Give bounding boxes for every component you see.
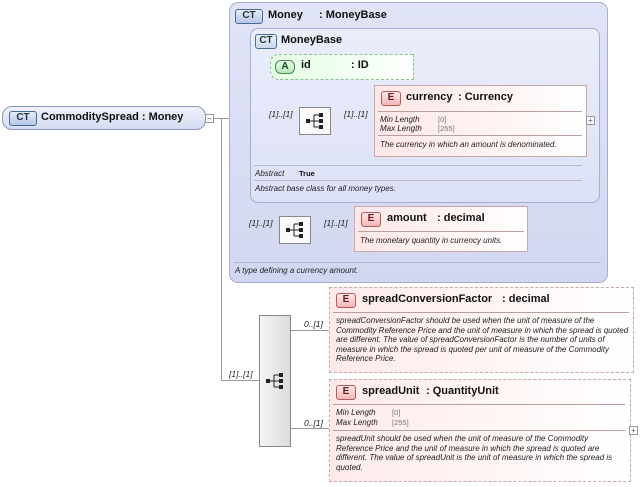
abstract-divider-top bbox=[254, 165, 582, 166]
spread-unit-divider-2 bbox=[333, 430, 625, 431]
collapse-root-icon[interactable]: − bbox=[205, 114, 214, 123]
element-icon: E bbox=[381, 91, 401, 106]
spread-factor-description: spreadConversionFactor should be used wh… bbox=[336, 316, 629, 363]
connector-root-to-money bbox=[210, 118, 230, 119]
root-seq-multiplicity: [1]..[1] bbox=[229, 369, 253, 379]
money-description: A type defining a currency amount. bbox=[235, 266, 359, 275]
currency-multiplicity: [1]..[1] bbox=[344, 109, 368, 119]
complex-type-icon: CT bbox=[255, 34, 277, 49]
currency-type: : Currency bbox=[458, 91, 514, 103]
money-seq-multiplicity: [1]..[1] bbox=[249, 218, 273, 228]
moneybase-name: MoneyBase bbox=[281, 34, 343, 46]
connector-root-vertical bbox=[221, 118, 222, 380]
amount-name: amount bbox=[387, 212, 427, 224]
spread-unit-divider bbox=[333, 404, 625, 405]
abstract-value: True bbox=[299, 169, 315, 178]
currency-facet-max-label: Max Length bbox=[380, 124, 422, 133]
moneybase-description: Abstract base class for all money types. bbox=[255, 184, 396, 193]
money-base-type: : MoneyBase bbox=[319, 9, 387, 21]
currency-facet-min-label: Min Length bbox=[380, 115, 420, 124]
element-spread-conversion-factor[interactable]: E spreadConversionFactor : decimal sprea… bbox=[329, 287, 634, 373]
complex-type-icon: CT bbox=[235, 9, 263, 24]
spread-factor-divider bbox=[333, 312, 629, 313]
complex-type-icon: CT bbox=[9, 111, 37, 126]
element-icon: E bbox=[336, 385, 356, 400]
currency-divider-2 bbox=[378, 135, 582, 136]
connector-seq-to-factor bbox=[289, 330, 329, 331]
spread-factor-multiplicity: 0..[1] bbox=[304, 319, 323, 329]
element-icon: E bbox=[361, 212, 381, 227]
element-currency[interactable]: E currency : Currency Min Length [0] Max… bbox=[374, 85, 587, 157]
currency-divider bbox=[378, 111, 582, 112]
spread-unit-facet-min-label: Min Length bbox=[336, 408, 376, 417]
amount-description: The monetary quantity in currency units. bbox=[360, 236, 503, 245]
expand-spread-unit-icon[interactable]: + bbox=[629, 426, 638, 435]
connector-root-to-seq bbox=[221, 380, 259, 381]
connector-seq-to-unit bbox=[289, 428, 329, 429]
amount-multiplicity: [1]..[1] bbox=[324, 218, 348, 228]
abstract-divider-bottom bbox=[254, 180, 582, 181]
currency-facet-max-value: [255] bbox=[438, 124, 455, 133]
currency-facet-min-value: [0] bbox=[438, 115, 447, 124]
sequence-root[interactable] bbox=[259, 315, 291, 447]
element-icon: E bbox=[336, 293, 356, 308]
abstract-label: Abstract bbox=[255, 169, 285, 178]
sequence-icon bbox=[266, 373, 283, 389]
spread-unit-name: spreadUnit bbox=[362, 385, 420, 397]
element-spread-unit[interactable]: E spreadUnit : QuantityUnit Min Length [… bbox=[329, 379, 631, 482]
attribute-icon: A bbox=[275, 60, 295, 74]
attribute-id-name: id bbox=[301, 59, 311, 71]
spread-factor-type: : decimal bbox=[502, 293, 550, 305]
amount-divider bbox=[358, 231, 524, 232]
attribute-id-type: : ID bbox=[351, 59, 369, 71]
element-amount[interactable]: E amount : decimal The monetary quantity… bbox=[354, 206, 528, 252]
money-description-divider bbox=[234, 262, 601, 263]
spread-unit-description: spreadUnit should be used when the unit … bbox=[336, 434, 613, 472]
sequence-icon bbox=[306, 113, 323, 129]
root-complex-type[interactable]: CT CommoditySpread : Money bbox=[2, 106, 206, 130]
attribute-id[interactable]: A id : ID bbox=[270, 54, 414, 80]
base-seq-multiplicity: [1]..[1] bbox=[269, 109, 293, 119]
root-label: CommoditySpread : Money bbox=[41, 111, 184, 123]
spread-unit-multiplicity: 0..[1] bbox=[304, 418, 323, 428]
spread-unit-facet-max-value: [255] bbox=[392, 418, 409, 427]
sequence-money[interactable] bbox=[279, 216, 311, 244]
expand-currency-icon[interactable]: + bbox=[586, 116, 595, 125]
spread-unit-facet-min-value: [0] bbox=[392, 408, 401, 417]
sequence-moneybase[interactable] bbox=[299, 107, 331, 135]
money-name: Money bbox=[268, 9, 303, 21]
amount-type: : decimal bbox=[437, 212, 485, 224]
spread-unit-type: : QuantityUnit bbox=[426, 385, 499, 397]
sequence-icon bbox=[286, 222, 303, 238]
currency-description: The currency in which an amount is denom… bbox=[380, 140, 557, 149]
currency-name: currency bbox=[406, 91, 453, 103]
spread-unit-facet-max-label: Max Length bbox=[336, 418, 378, 427]
spread-factor-name: spreadConversionFactor bbox=[362, 293, 493, 305]
